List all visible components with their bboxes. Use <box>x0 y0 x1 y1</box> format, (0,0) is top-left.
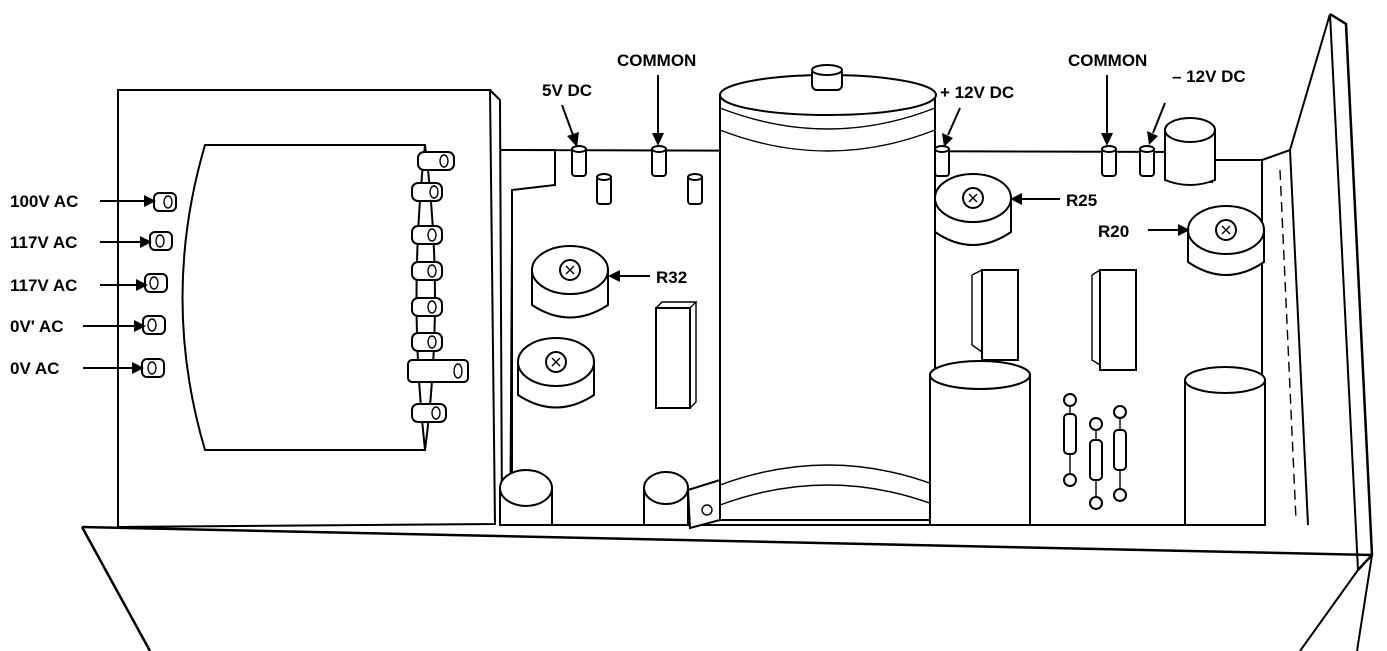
post-5v <box>571 145 587 177</box>
terminal-posts <box>571 145 1155 205</box>
label-plus-12v-dc: + 12V DC <box>940 83 1014 102</box>
capacitor-bottom-left-1 <box>499 469 553 526</box>
trimmer-r32 <box>531 245 609 319</box>
label-5v-dc: 5V DC <box>542 81 592 100</box>
resistor-3 <box>1113 405 1127 502</box>
label-common-1: COMMON <box>617 51 696 70</box>
post-plus12 <box>934 145 950 177</box>
transformer-coil <box>181 144 426 451</box>
regulator-left <box>655 301 698 409</box>
capacitor-mid-left <box>929 360 1031 526</box>
capacitor-tall-top <box>1164 117 1216 186</box>
regulator-mid <box>971 269 1019 361</box>
post-common-2 <box>1101 145 1117 177</box>
chassis-right-wall <box>1329 12 1374 571</box>
chassis-fold-line <box>1279 169 1297 521</box>
post-minus12 <box>1139 145 1155 177</box>
label-0v-ac-2: 0V AC <box>10 359 59 378</box>
resistor-2 <box>1089 417 1103 510</box>
label-common-2: COMMON <box>1068 51 1147 70</box>
label-117v-ac-2: 117V AC <box>10 276 77 295</box>
board-edge-left <box>509 189 513 521</box>
trimmer-r25 <box>934 173 1012 246</box>
trimmer-bottom-left <box>517 337 595 409</box>
post-common-1 <box>651 145 667 177</box>
label-117v-ac-1: 117V AC <box>10 233 77 252</box>
resistors <box>1063 393 1127 510</box>
post-extra-1 <box>596 173 612 205</box>
transformer <box>117 89 503 529</box>
capacitor-body <box>719 94 936 521</box>
post-extra-2 <box>687 173 703 205</box>
capacitor-clamp <box>686 478 721 530</box>
label-0v-ac-1: 0V' AC <box>10 317 63 336</box>
chassis <box>80 12 1374 651</box>
capacitor-bottom-left-2 <box>643 471 689 526</box>
label-100v-ac: 100V AC <box>10 192 78 211</box>
label-r32: R32 <box>656 268 687 287</box>
label-r20: R20 <box>1098 222 1129 241</box>
label-r25: R25 <box>1066 191 1097 210</box>
filter-capacitor-large <box>686 64 937 530</box>
front-panel-top-edge <box>80 525 1373 651</box>
resistor-1 <box>1063 393 1077 487</box>
transformer-frame-side <box>489 89 503 523</box>
capacitor-sleeve-top <box>719 107 936 152</box>
primary-taps <box>141 192 177 378</box>
capacitor-mid-right <box>1184 366 1266 526</box>
regulator-right <box>1091 269 1137 371</box>
secondary-tabs <box>407 151 469 423</box>
front-panel-right-edge <box>1299 554 1373 651</box>
chassis-back-wall <box>1261 148 1309 526</box>
trimmer-r20 <box>1187 205 1265 276</box>
callout-arrows <box>83 75 1190 374</box>
labels: 100V AC 117V AC 117V AC 0V' AC 0V AC 5V … <box>10 51 1246 378</box>
capacitor-sleeve-bottom <box>719 464 936 506</box>
label-minus-12v-dc: – 12V DC <box>1172 67 1246 86</box>
chassis-right-wall-inner <box>1289 13 1359 571</box>
